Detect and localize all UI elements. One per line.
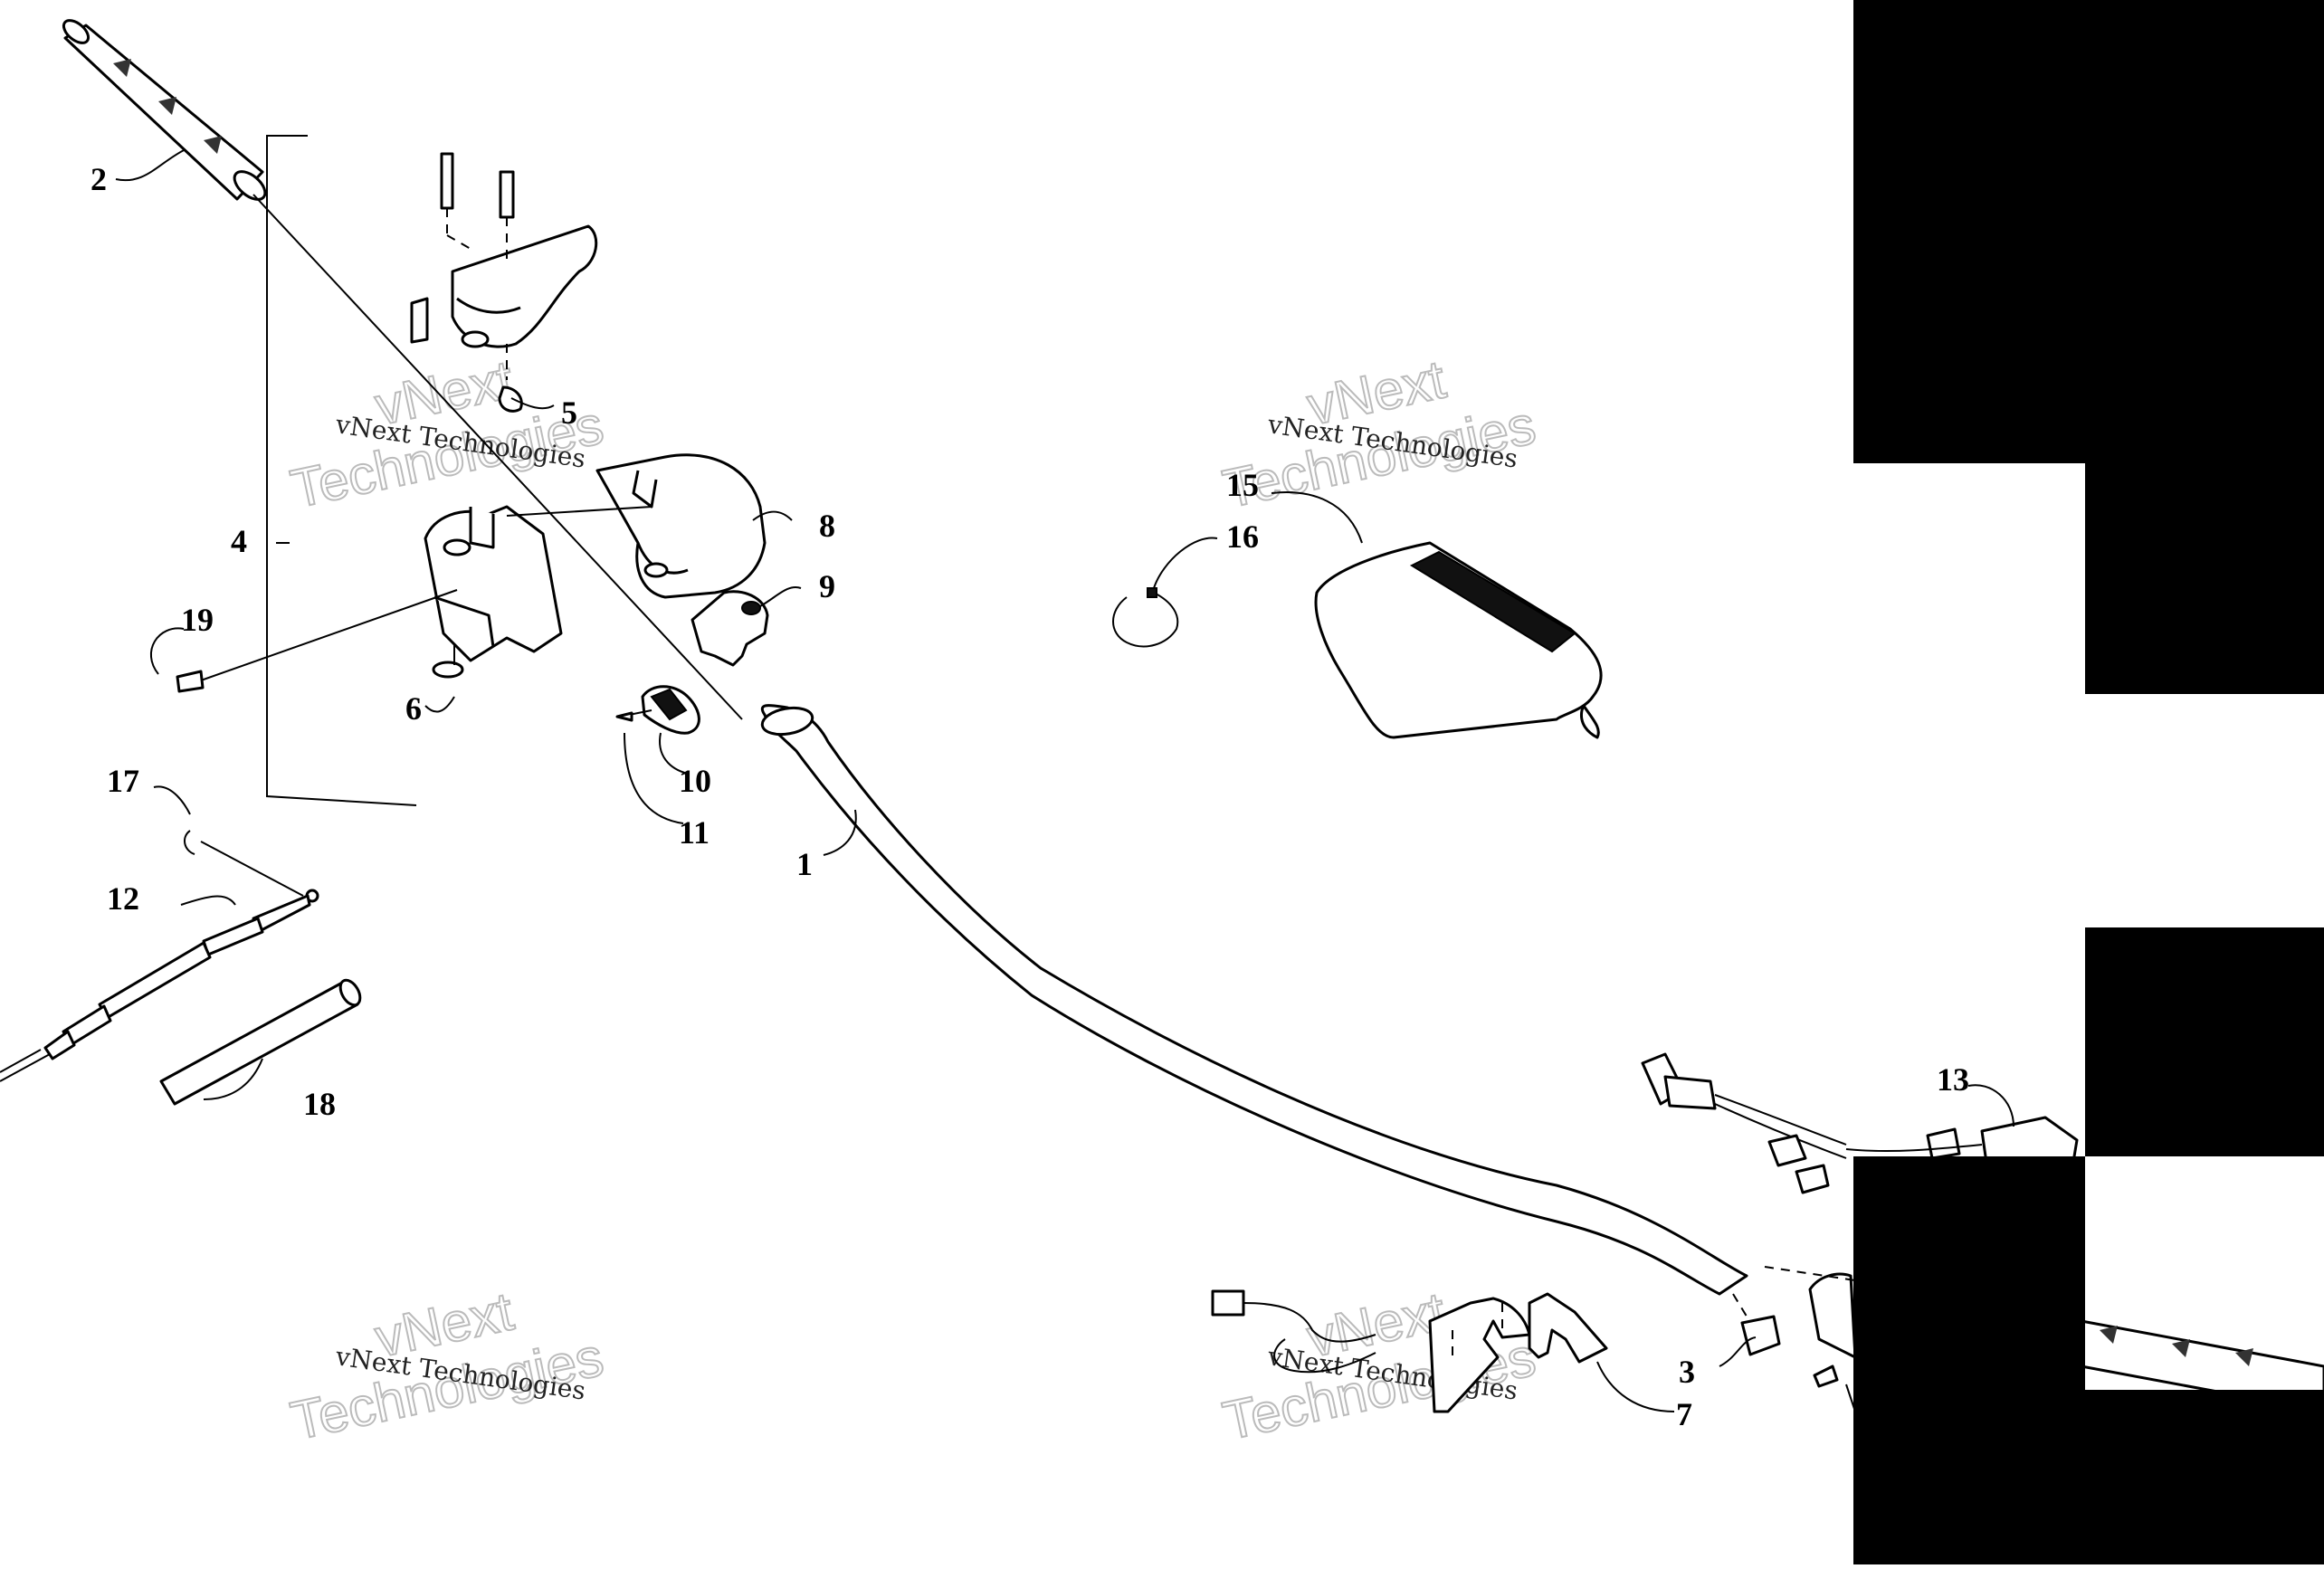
watermark-layer: vNext Technologies vNext Technologies vN… [285,347,1542,1452]
screw-part-19 [176,589,458,693]
handlebar-part-1 [760,704,1748,1296]
ring-part-16 [1112,587,1179,648]
redaction-block-1 [1853,0,2324,463]
callout-7: 7 [1676,1396,1692,1432]
callout-1: 1 [796,846,813,882]
throttle-cover-part-8 [506,453,767,599]
switch-part-9 [691,590,769,667]
callout-9: 9 [819,568,835,604]
callout-3: 3 [1679,1354,1695,1390]
callout-15: 15 [1226,467,1259,503]
callout-13: 13 [1937,1061,1969,1098]
callout-2: 2 [90,161,107,197]
heater-part-7 [1211,1289,1608,1413]
tube-part-18 [159,978,362,1106]
callout-8: 8 [819,508,835,544]
redaction-block-5 [2085,1390,2324,1564]
redaction-block-2 [2085,463,2324,694]
bracket-group-4 [266,135,417,806]
redaction-blocks [1853,0,2324,1564]
hand-guard-part-15 [1314,541,1603,739]
callout-11: 11 [679,814,710,851]
callout-18: 18 [303,1086,336,1122]
brake-lever [410,152,598,413]
callout-10: 10 [679,763,711,799]
callout-labels: 2 5 4 8 9 6 10 11 1 17 12 18 19 15 16 13… [90,161,1969,1432]
redaction-block-3 [2085,927,2324,1156]
callout-4: 4 [231,523,247,559]
clip-part-10 [615,685,700,735]
callout-16: 16 [1226,518,1259,555]
callout-17: 17 [107,763,139,799]
end-cap-part-3 [1732,1293,1781,1356]
cable-part-12 [0,830,319,1082]
clamp-housing [424,505,563,679]
callout-5: 5 [561,395,577,431]
redaction-block-4 [1853,1156,2085,1564]
grip-part-2 [62,19,743,720]
leader-lines [115,148,2014,1412]
callout-6: 6 [405,690,422,727]
callout-19: 19 [181,602,214,638]
callout-12: 12 [107,880,139,917]
